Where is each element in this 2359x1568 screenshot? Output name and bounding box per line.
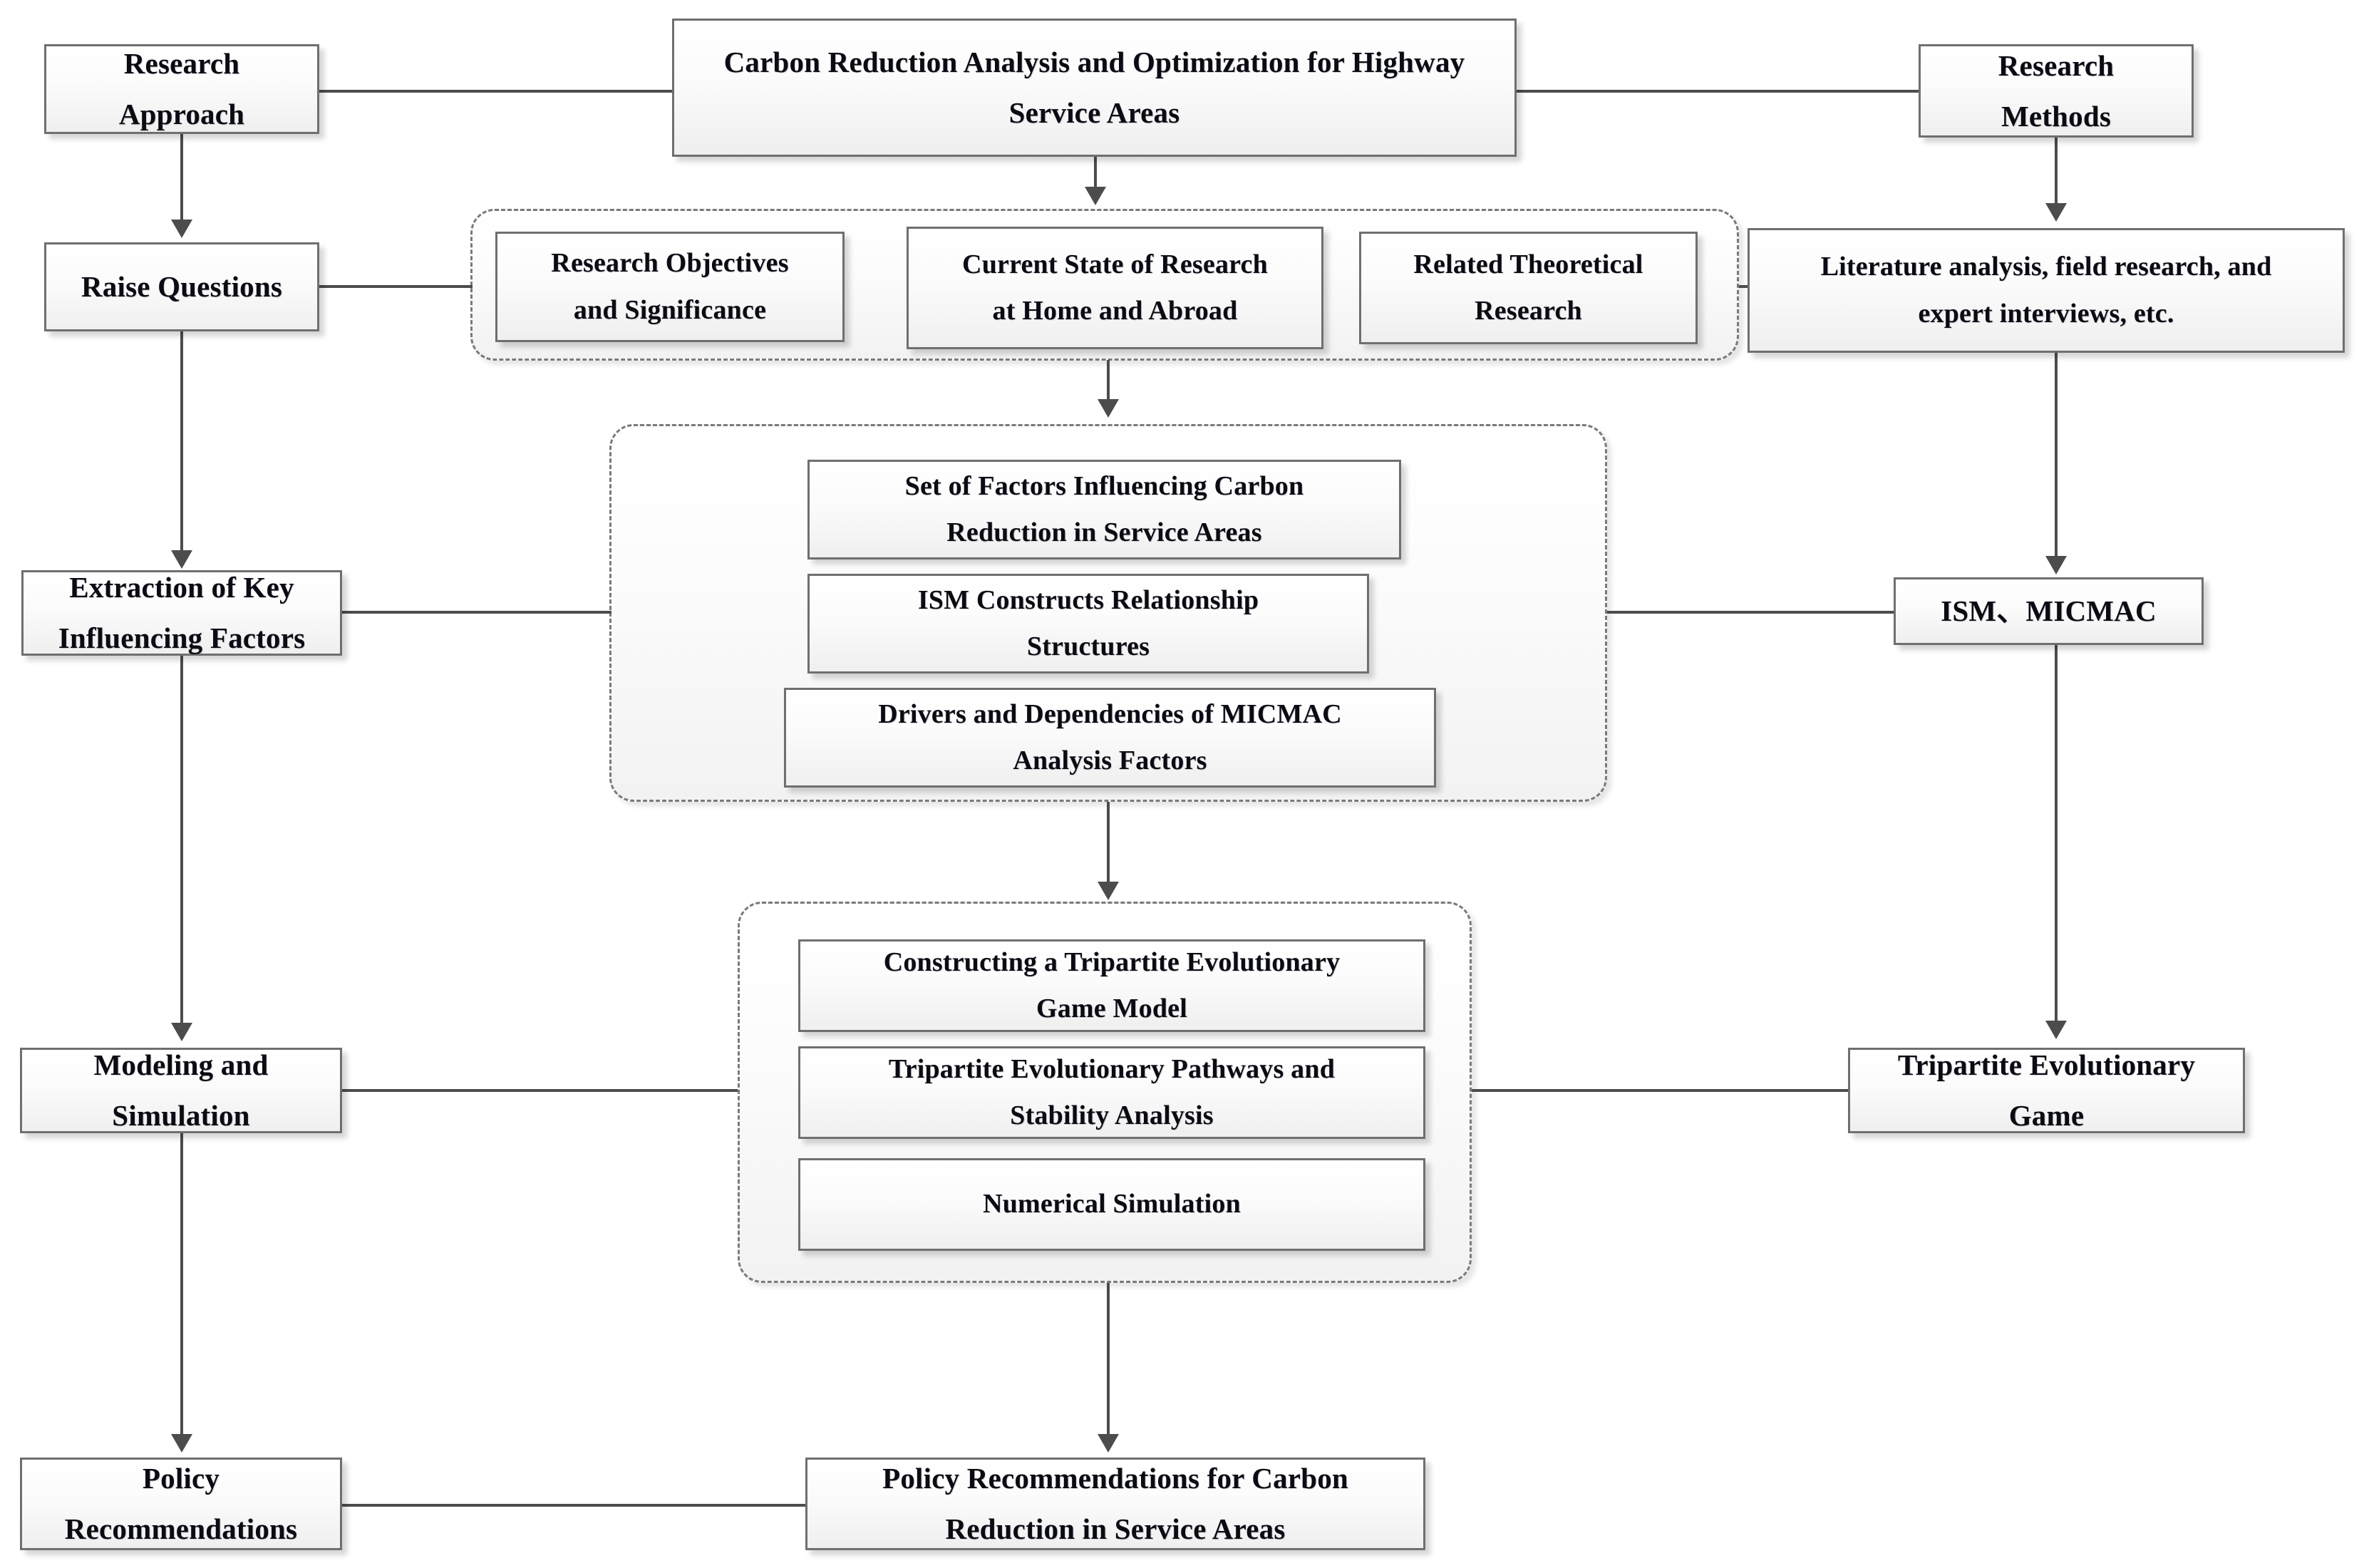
node-ism-structures-label: ISM Constructs Relationship Structures — [917, 584, 1259, 661]
connector-ismmicmac-down — [2055, 645, 2058, 1023]
node-research-approach[interactable]: Research Approach — [44, 44, 319, 134]
node-modeling-simulation-label: Modeling and Simulation — [93, 1048, 269, 1132]
node-policy-recommendations-carbon[interactable]: Policy Recommendations for Carbon Reduct… — [805, 1458, 1425, 1550]
connector-policy-link — [342, 1504, 805, 1507]
node-construct-game-model[interactable]: Constructing a Tripartite Evolutionary G… — [798, 939, 1425, 1032]
node-construct-game-model-label: Constructing a Tripartite Evolutionary G… — [883, 947, 1341, 1023]
arrow-questions-down — [171, 550, 192, 569]
node-tripartite-evolutionary-game-label: Tripartite Evolutionary Game — [1897, 1048, 2196, 1132]
node-research-objectives-label: Research Objectives and Significance — [551, 248, 789, 325]
connector-extraction-to-factors — [342, 611, 611, 614]
arrow-title-down — [1085, 187, 1106, 205]
connector-modeling-to-game — [342, 1089, 738, 1092]
node-research-approach-label: Research Approach — [118, 47, 245, 130]
node-research-objectives[interactable]: Research Objectives and Significance — [495, 232, 845, 342]
node-extraction-key-factors[interactable]: Extraction of Key Influencing Factors — [21, 570, 342, 656]
node-main-title-label: Carbon Reduction Analysis and Optimizati… — [723, 46, 1465, 129]
node-literature-methods-label: Literature analysis, field research, and… — [1820, 252, 2272, 329]
connector-factors-to-ismmicmac — [1607, 611, 1894, 614]
connector-title-to-methods — [1517, 90, 1919, 93]
arrow-methods-down — [2045, 203, 2067, 222]
connector-extraction-down — [180, 656, 183, 1025]
connector-game-to-tripartite — [1472, 1089, 1848, 1092]
arrow-extraction-down — [171, 1023, 192, 1041]
connector-literature-down — [2055, 353, 2058, 558]
node-raise-questions-label: Raise Questions — [81, 270, 283, 304]
node-micmac-drivers-label: Drivers and Dependencies of MICMAC Analy… — [878, 698, 1342, 775]
arrow-game-down — [1098, 1434, 1119, 1453]
node-micmac-drivers[interactable]: Drivers and Dependencies of MICMAC Analy… — [784, 688, 1436, 788]
node-modeling-simulation[interactable]: Modeling and Simulation — [20, 1048, 342, 1133]
arrow-ismmicmac-down — [2045, 1021, 2067, 1039]
arrow-approach-down — [171, 220, 192, 238]
node-policy-recommendations-label: Policy Recommendations — [64, 1462, 298, 1545]
node-research-methods-label: Research Methods — [1998, 48, 2115, 133]
arrow-factors-to-game — [1098, 882, 1119, 900]
node-policy-recommendations[interactable]: Policy Recommendations — [20, 1458, 342, 1550]
node-factor-set[interactable]: Set of Factors Influencing Carbon Reduct… — [807, 460, 1401, 559]
node-tripartite-evolutionary-game[interactable]: Tripartite Evolutionary Game — [1848, 1048, 2245, 1133]
node-numerical-simulation-label: Numerical Simulation — [983, 1189, 1241, 1219]
node-factor-set-label: Set of Factors Influencing Carbon Reduct… — [904, 470, 1304, 547]
node-main-title[interactable]: Carbon Reduction Analysis and Optimizati… — [672, 19, 1517, 157]
node-numerical-simulation[interactable]: Numerical Simulation — [798, 1158, 1425, 1251]
connector-title-down — [1094, 157, 1097, 189]
connector-questions-to-group — [319, 285, 473, 288]
connector-group-to-literature — [1739, 285, 1750, 288]
node-theoretical-research-label: Related Theoretical Research — [1413, 249, 1643, 326]
node-ism-micmac[interactable]: ISM、MICMAC — [1894, 577, 2204, 645]
connector-methods-down — [2055, 138, 2058, 205]
connector-approach-down — [180, 134, 183, 222]
node-extraction-key-factors-label: Extraction of Key Influencing Factors — [58, 571, 306, 654]
connector-background-to-factors — [1107, 360, 1110, 401]
node-evolutionary-pathways-label: Tripartite Evolutionary Pathways and Sta… — [888, 1053, 1336, 1130]
connector-game-down — [1107, 1283, 1110, 1436]
arrow-modeling-down — [171, 1434, 192, 1453]
node-raise-questions[interactable]: Raise Questions — [44, 242, 319, 331]
node-research-methods[interactable]: Research Methods — [1919, 44, 2194, 138]
arrow-literature-down — [2045, 556, 2067, 574]
node-ism-micmac-label: ISM、MICMAC — [1941, 594, 2157, 628]
connector-approach-to-title — [319, 90, 672, 93]
node-ism-structures[interactable]: ISM Constructs Relationship Structures — [807, 574, 1369, 674]
node-current-state-label: Current State of Research at Home and Ab… — [962, 249, 1268, 326]
node-literature-methods[interactable]: Literature analysis, field research, and… — [1748, 228, 2345, 353]
arrow-background-to-factors — [1098, 399, 1119, 418]
node-evolutionary-pathways[interactable]: Tripartite Evolutionary Pathways and Sta… — [798, 1046, 1425, 1139]
connector-questions-down — [180, 331, 183, 552]
connector-factors-to-game — [1107, 802, 1110, 884]
connector-modeling-down — [180, 1133, 183, 1436]
node-theoretical-research[interactable]: Related Theoretical Research — [1359, 232, 1698, 344]
node-policy-recommendations-carbon-label: Policy Recommendations for Carbon Reduct… — [882, 1462, 1348, 1545]
node-current-state[interactable]: Current State of Research at Home and Ab… — [907, 227, 1323, 349]
